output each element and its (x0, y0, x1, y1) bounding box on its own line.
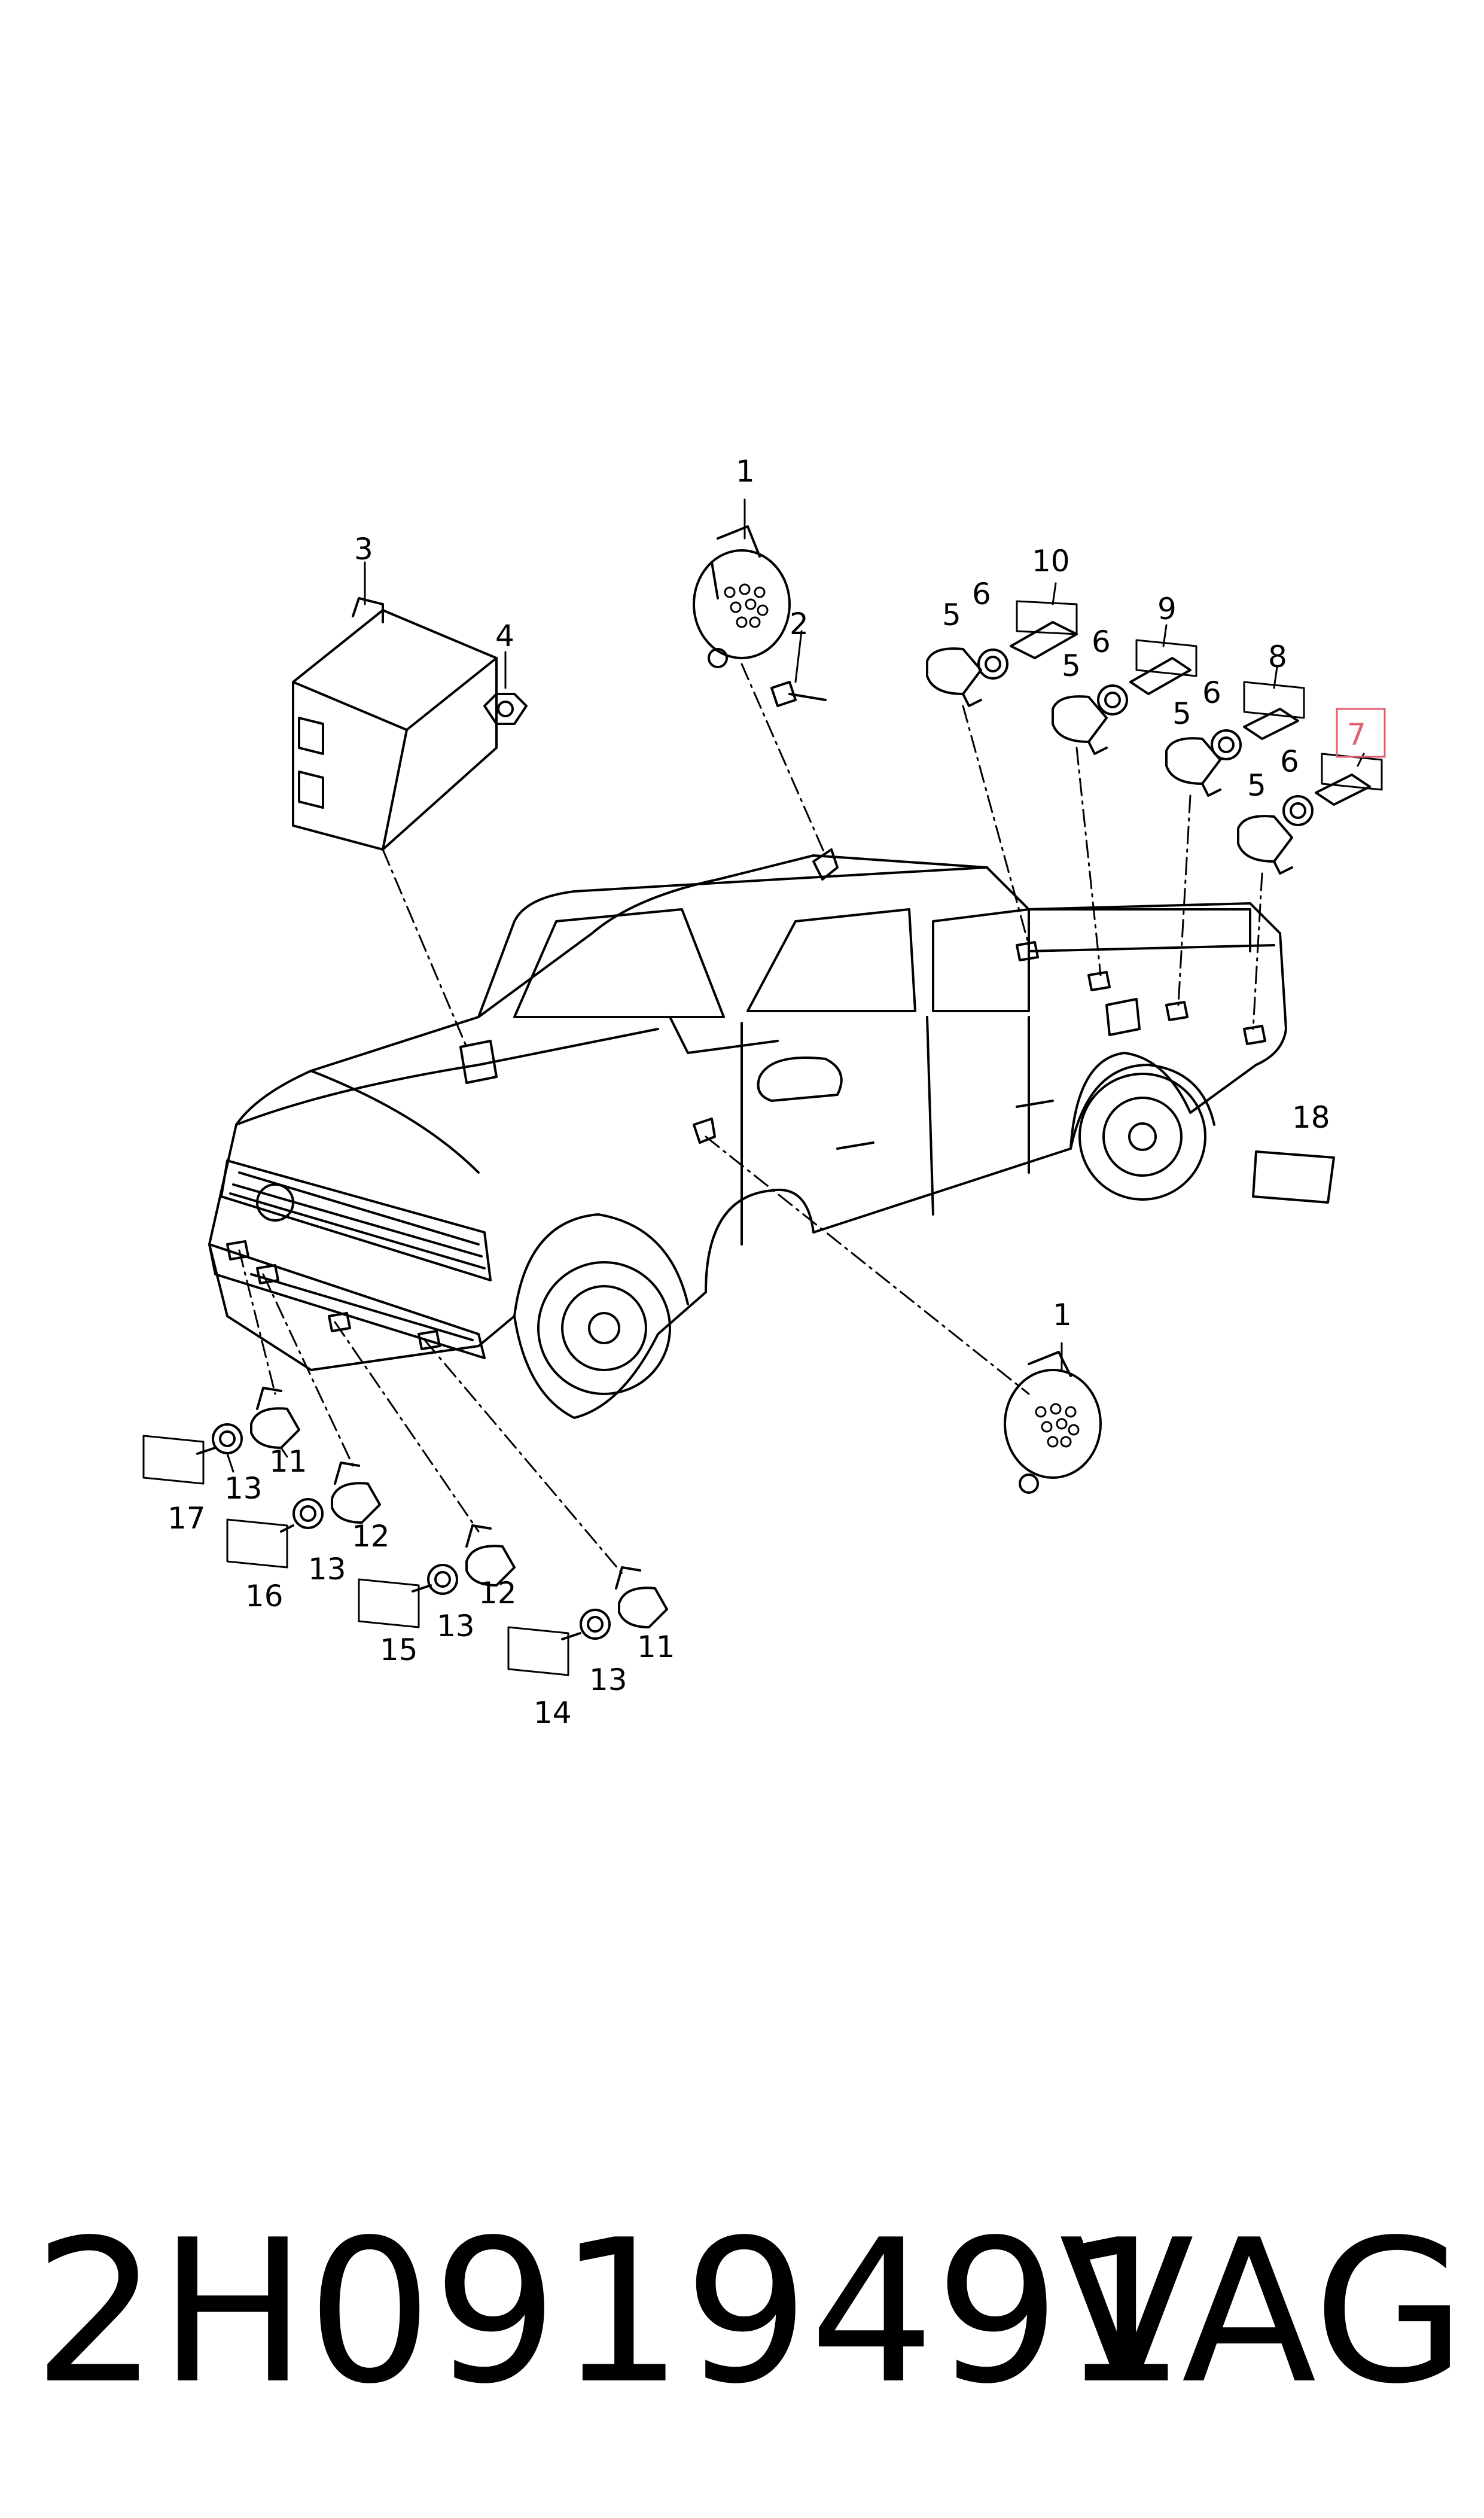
label-part-18 (1252, 1150, 1335, 1204)
leader-lines (238, 663, 1263, 1575)
callout-13-a: 13 (224, 1471, 263, 1506)
callout-15: 15 (380, 1633, 418, 1667)
callout-12-b: 12 (479, 1576, 517, 1610)
callout-7-highlight (1336, 708, 1386, 758)
callout-8: 8 (1268, 640, 1287, 674)
pickup-truck-illustration (208, 848, 1287, 1419)
callout-18: 18 (1292, 1100, 1330, 1135)
callout-3: 3 (354, 532, 373, 567)
rear-sensor-set-3 (1165, 681, 1305, 797)
callout-12-a: 12 (352, 1519, 390, 1554)
rear-sensor-set-1 (926, 600, 1078, 707)
part-number: 2H0919491 (33, 2197, 1186, 2427)
callout-6-b: 6 (1092, 625, 1111, 659)
callout-7: 7 (1347, 717, 1366, 752)
front-sensor-set-2 (226, 1462, 381, 1569)
front-sensor-set-4 (507, 1566, 668, 1676)
callout-labels: 1 2 3 4 10 6 5 9 6 5 8 6 5 7 6 5 18 1 11… (167, 454, 1366, 1730)
callout-13-c: 13 (437, 1609, 475, 1643)
callout-5-d: 5 (1247, 768, 1266, 803)
callout-11-a: 11 (269, 1444, 307, 1479)
callout-5-a: 5 (942, 598, 961, 632)
buzzer-part-1-top (693, 525, 791, 668)
callout-2: 2 (790, 607, 809, 641)
callout-11-b: 11 (637, 1630, 675, 1664)
callout-1-bottom: 1 (1053, 1298, 1072, 1332)
rear-sensor-set-2 (1052, 639, 1197, 755)
bolt-part-2 (770, 681, 827, 707)
callout-14: 14 (534, 1695, 572, 1730)
control-unit-part-3 (292, 597, 498, 851)
callout-5-b: 5 (1062, 648, 1081, 683)
callout-4: 4 (495, 619, 514, 653)
brand-label: VAG (1059, 2197, 1466, 2427)
callout-6-c: 6 (1202, 675, 1221, 710)
callout-16: 16 (245, 1579, 284, 1613)
callout-6-d: 6 (1280, 744, 1299, 779)
callout-13-b: 13 (308, 1552, 346, 1587)
callout-6-a: 6 (972, 577, 991, 611)
callout-13-d: 13 (589, 1663, 627, 1697)
nut-part-4 (483, 693, 528, 725)
front-sensor-set-3 (358, 1524, 516, 1628)
buzzer-part-1-bottom (1004, 1351, 1102, 1494)
callout-ticks (226, 498, 1365, 1473)
callout-17: 17 (167, 1501, 206, 1536)
callout-9: 9 (1157, 592, 1177, 626)
callout-10: 10 (1032, 544, 1070, 578)
callout-1-top: 1 (736, 454, 755, 489)
callout-5-c: 5 (1172, 696, 1192, 731)
